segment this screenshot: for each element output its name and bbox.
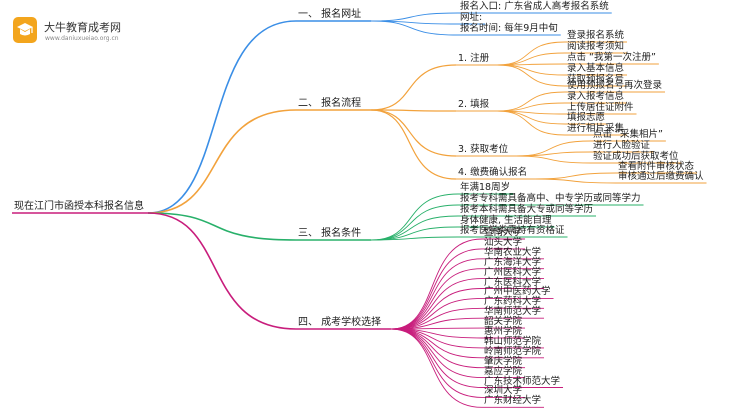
leaf-text: 报考专科需具备高中、中专学历或同等学力 [460, 193, 641, 204]
leaf-connector [497, 110, 566, 136]
sub-branch-label: 4. 缴费确认报名 [458, 167, 528, 178]
leaf-connector [371, 236, 459, 241]
leaf-text: 身体健康, 生活能自理 [460, 215, 552, 226]
leaf-text: 广东技术师范大学 [484, 375, 561, 387]
leaf-connector [535, 172, 617, 180]
branch-label: 四、 成考学校选择 [298, 317, 382, 328]
leaf-text: 嘉应学院 [484, 365, 523, 377]
leaf-text: 点击 “采集相片” [593, 129, 663, 140]
leaf-connector [497, 52, 566, 66]
root-topic: 现在江门市函授本科报名信息 [14, 201, 144, 212]
leaf-connector [391, 328, 483, 408]
leaf-text: 点击 “我第一次注册” [567, 52, 656, 63]
leaf-connector [497, 102, 566, 112]
leaf-connector [391, 248, 483, 330]
leaf-text: 年满18周岁 [460, 182, 511, 193]
leaf-text: 广州中医药大学 [484, 286, 551, 298]
leaf-text: 广州医科大学 [484, 266, 542, 278]
leaf-text: 网址: [460, 12, 483, 23]
branch-connector [147, 212, 297, 241]
sub-branch-label: 2. 填报 [458, 99, 490, 110]
leaf-text: 岭南师范学院 [484, 345, 542, 357]
leaf-text: 填报志愿 [567, 112, 606, 123]
leaf-connector [391, 297, 483, 330]
sub-branch-label: 1. 注册 [458, 53, 490, 64]
leaf-connector [497, 64, 566, 87]
leaf-text: 韶关学院 [484, 316, 523, 328]
leaf-text: 广东财经大学 [484, 395, 542, 407]
leaf-connector [391, 238, 483, 330]
leaf-text: 报考医学类需持有资格证 [460, 225, 565, 236]
leaf-connector [497, 64, 566, 76]
leaf-text: 广东海洋大学 [484, 256, 542, 268]
leaf-text: 广东药科大学 [484, 296, 542, 308]
leaf-connector [391, 278, 483, 330]
leaf-connector [497, 91, 566, 112]
leaf-connector [371, 12, 459, 22]
leaf-text: 韩山师范学院 [484, 335, 542, 347]
leaf-connector [371, 204, 459, 241]
sub-branch-connector [371, 109, 457, 112]
leaf-connector [371, 193, 459, 241]
leaf-text: 广东医科大学 [484, 276, 542, 288]
leaf-text: 华南师范大学 [484, 306, 542, 318]
site-logo[interactable]: 大牛教育成考网 www.daniuxueiao.org.cn [12, 14, 132, 48]
leaf-text: 华南农业大学 [484, 246, 542, 258]
leaf-text: 阅读报考须知 [567, 41, 625, 52]
sub-branch-connector [371, 109, 457, 180]
leaf-connector [516, 151, 592, 157]
leaf-text: 录入报考信息 [567, 91, 625, 102]
leaf-text: 登录报名系统 [567, 30, 625, 41]
leaf-connector [535, 178, 617, 184]
graduation-cap-icon [13, 17, 37, 43]
logo-url: www.daniuxueiao.org.cn [45, 35, 119, 42]
branch-connector [147, 20, 297, 214]
leaf-text: 获取预报名号 [567, 74, 625, 85]
sub-branch-connector [371, 64, 457, 111]
leaf-text: 报名入口: 广东省成人高考报名系统 [460, 1, 609, 12]
leaf-text: 报名时间: 每年9月中旬 [460, 23, 558, 34]
leaf-text: 上传居住证附件 [567, 102, 634, 113]
leaf-connector [391, 258, 483, 330]
leaf-text: 深圳大学 [484, 385, 523, 397]
leaf-text: 录入基本信息 [567, 63, 625, 74]
leaf-text: 报考本科需具备大专或同等学历 [460, 204, 594, 215]
sub-branch-label: 3. 获取考位 [458, 144, 509, 155]
leaf-connector [371, 20, 459, 36]
branch-connector [147, 109, 297, 214]
leaf-text: 汕头大学 [484, 236, 523, 248]
leaf-text: 肇庆学院 [484, 355, 523, 367]
branch-connector [147, 212, 297, 330]
branch-label: 三、 报名条件 [298, 228, 362, 239]
leaf-connector [371, 215, 459, 241]
branch-label: 一、 报名网址 [298, 9, 362, 20]
leaf-connector [391, 328, 483, 359]
leaf-text: 进行人脸验证 [593, 140, 651, 151]
branch-label: 二、 报名流程 [298, 98, 362, 109]
leaf-connector [391, 328, 483, 379]
leaf-text: 暨南大学 [484, 227, 523, 238]
leaf-connector [391, 288, 483, 330]
leaf-text: 审核通过后缴费确认 [618, 171, 704, 182]
leaf-connector [391, 268, 483, 330]
leaf-text: 使用预报名号再次登录 [567, 80, 663, 91]
logo-title: 大牛教育成考网 [44, 21, 121, 34]
leaf-connector [391, 328, 483, 369]
leaf-text: 验证成功后获取考位 [593, 151, 679, 162]
sub-branch-connector [371, 109, 457, 157]
leaf-text: 惠州学院 [484, 326, 523, 337]
leaf-connector [516, 155, 592, 164]
leaf-text: 查看附件审核状态 [618, 161, 695, 172]
leaf-text: 进行相片采集 [567, 123, 625, 134]
